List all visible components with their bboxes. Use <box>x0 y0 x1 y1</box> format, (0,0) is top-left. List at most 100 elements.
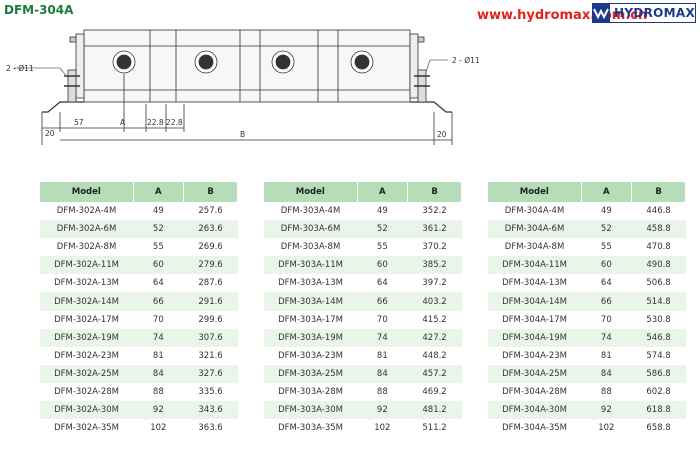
table-cell: 84 <box>357 364 408 383</box>
table-cell: 307.6 <box>183 328 238 347</box>
table-cell: 327.6 <box>183 364 238 383</box>
table-cell: 448.2 <box>407 346 462 365</box>
table-cell: 66 <box>133 292 184 311</box>
column-header: B <box>631 182 686 202</box>
table-cell: 427.2 <box>407 328 462 347</box>
table-cell: 458.8 <box>631 220 686 239</box>
port-icon <box>271 50 295 74</box>
table-cell: 55 <box>357 238 408 257</box>
table-cell: 64 <box>357 274 408 293</box>
dim-offset: 57 <box>74 118 84 127</box>
table-cell: DFM-302A-13M <box>40 274 134 293</box>
dim-a: A <box>120 118 126 127</box>
table-cell: DFM-303A-25M <box>264 364 358 383</box>
table-cell: 363.6 <box>183 419 238 438</box>
table-cell: 64 <box>133 274 184 293</box>
table-cell: 102 <box>133 419 184 438</box>
table-cell: 287.6 <box>183 274 238 293</box>
table-cell: 658.8 <box>631 419 686 438</box>
table-cell: 385.2 <box>407 256 462 275</box>
table-cell: 49 <box>357 202 408 221</box>
brand-name: HYDROMAX <box>613 6 695 20</box>
table-cell: 64 <box>581 274 632 293</box>
page-title: DFM-304A <box>4 3 74 17</box>
table-cell: DFM-302A-17M <box>40 310 134 329</box>
column-header: Model <box>40 182 134 202</box>
table-cell: 470.8 <box>631 238 686 257</box>
table-cell: 291.6 <box>183 292 238 311</box>
table-cell: 84 <box>133 364 184 383</box>
table-cell: 81 <box>133 346 184 365</box>
table-cell: 49 <box>581 202 632 221</box>
table-cell: DFM-304A-4M <box>488 202 582 221</box>
table-cell: DFM-304A-23M <box>488 346 582 365</box>
table-cell: 52 <box>133 220 184 239</box>
table-cell: 52 <box>357 220 408 239</box>
table-cell: 81 <box>581 346 632 365</box>
table-cell: DFM-303A-30M <box>264 401 358 420</box>
table-cell: DFM-304A-14M <box>488 292 582 311</box>
table-cell: DFM-303A-6M <box>264 220 358 239</box>
table-cell: 55 <box>581 238 632 257</box>
table-cell: 60 <box>133 256 184 275</box>
table-cell: DFM-302A-11M <box>40 256 134 275</box>
table-cell: DFM-303A-28M <box>264 382 358 402</box>
table-cell: DFM-303A-4M <box>264 202 358 221</box>
table-cell: 74 <box>133 328 184 347</box>
table-cell: 506.8 <box>631 274 686 293</box>
table-cell: DFM-304A-35M <box>488 419 582 438</box>
table-cell: 530.8 <box>631 310 686 329</box>
table-cell: 361.2 <box>407 220 462 239</box>
table-cell: 370.2 <box>407 238 462 257</box>
column-header: A <box>357 182 409 202</box>
table-cell: 321.6 <box>183 346 238 365</box>
column-header: A <box>133 182 185 202</box>
table-cell: DFM-302A-30M <box>40 401 134 420</box>
table-cell: DFM-304A-13M <box>488 274 582 293</box>
table-cell: 102 <box>357 419 408 438</box>
table-cell: 469.2 <box>407 382 462 402</box>
table-cell: 457.2 <box>407 364 462 383</box>
table-cell: 490.8 <box>631 256 686 275</box>
table-cell: 343.6 <box>183 401 238 420</box>
table-cell: 92 <box>133 401 184 420</box>
column-header: Model <box>488 182 582 202</box>
table-cell: 481.2 <box>407 401 462 420</box>
table-cell: DFM-302A-14M <box>40 292 134 311</box>
table-cell: 74 <box>357 328 408 347</box>
table-cell: 70 <box>133 310 184 329</box>
table-cell: 60 <box>581 256 632 275</box>
port-icon <box>112 50 136 74</box>
table-cell: 88 <box>581 382 632 402</box>
column-header: A <box>581 182 633 202</box>
table-cell: 546.8 <box>631 328 686 347</box>
table-cell: 446.8 <box>631 202 686 221</box>
table-cell: 514.8 <box>631 292 686 311</box>
